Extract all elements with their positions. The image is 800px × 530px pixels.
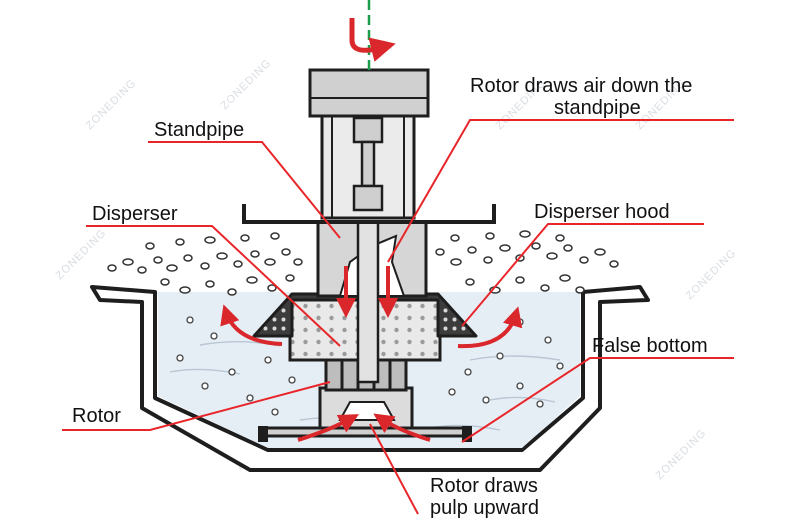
watermark-text: ZONEDING bbox=[654, 427, 709, 482]
label-air-line2: standpipe bbox=[554, 97, 641, 119]
pulp-up-arrow-right bbox=[373, 413, 431, 442]
label-false-bottom: False bottom bbox=[592, 335, 708, 357]
watermark-text: ZONEDING bbox=[84, 77, 139, 132]
label-standpipe: Standpipe bbox=[154, 119, 244, 141]
rotation-arrow bbox=[349, 18, 396, 62]
leader-pulp bbox=[369, 423, 419, 515]
leader-disperser bbox=[86, 225, 341, 347]
label-pulp-line2: pulp upward bbox=[430, 497, 539, 519]
watermark-text: ZONEDING bbox=[219, 57, 274, 112]
disperser-hood bbox=[252, 292, 478, 338]
leader-standpipe bbox=[148, 141, 341, 239]
leader-hood bbox=[461, 223, 704, 327]
leader-lines bbox=[62, 119, 734, 515]
watermark-text: ZONEDING bbox=[54, 227, 109, 282]
bearing-housing bbox=[308, 68, 430, 220]
leader-rotor bbox=[62, 381, 331, 431]
leader-air bbox=[387, 119, 734, 263]
label-disperser-hood: Disperser hood bbox=[534, 201, 670, 223]
flow-arrows bbox=[220, 266, 523, 442]
leader-false-bottom bbox=[461, 357, 734, 443]
flow-arrow-right bbox=[457, 306, 523, 349]
labels: Standpipe Rotor draws air down the stand… bbox=[72, 75, 708, 519]
pulp-up-arrow-left bbox=[297, 414, 360, 442]
watermark-text: ZONEDING bbox=[684, 247, 739, 302]
flow-arrow-left bbox=[220, 304, 283, 346]
label-disperser: Disperser bbox=[92, 203, 178, 225]
label-air-line1: Rotor draws air down the bbox=[470, 75, 692, 97]
label-pulp-line1: Rotor draws bbox=[430, 475, 538, 497]
label-rotor: Rotor bbox=[72, 405, 121, 427]
